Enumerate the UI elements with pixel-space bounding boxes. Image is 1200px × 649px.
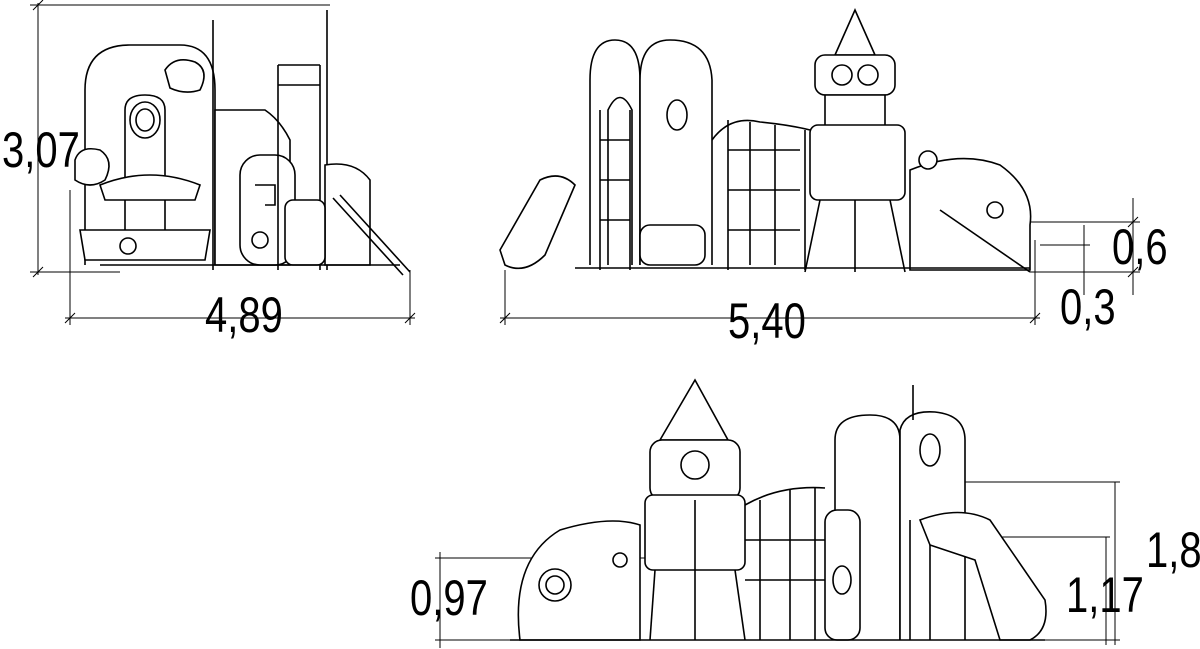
front-view-upper-label: 0,6 <box>1112 219 1168 275</box>
front-view-width-label: 5,40 <box>728 293 806 349</box>
side-view-width-label: 4,89 <box>205 287 283 343</box>
side-view-playground <box>74 10 411 276</box>
front-view-lower-label: 0,3 <box>1060 279 1116 335</box>
rear-view-total-height-label: 1,8 <box>1146 522 1200 578</box>
rear-view-mid-height-label: 1,17 <box>1066 567 1144 623</box>
front-view-dimensions <box>499 198 1140 325</box>
rear-view-playground <box>510 378 1047 641</box>
side-view-dimensions <box>30 0 416 325</box>
front-view-playground <box>499 8 1032 273</box>
rear-view-left-height-label: 0,97 <box>410 570 488 626</box>
side-view-height-label: 3,07 <box>2 122 80 178</box>
